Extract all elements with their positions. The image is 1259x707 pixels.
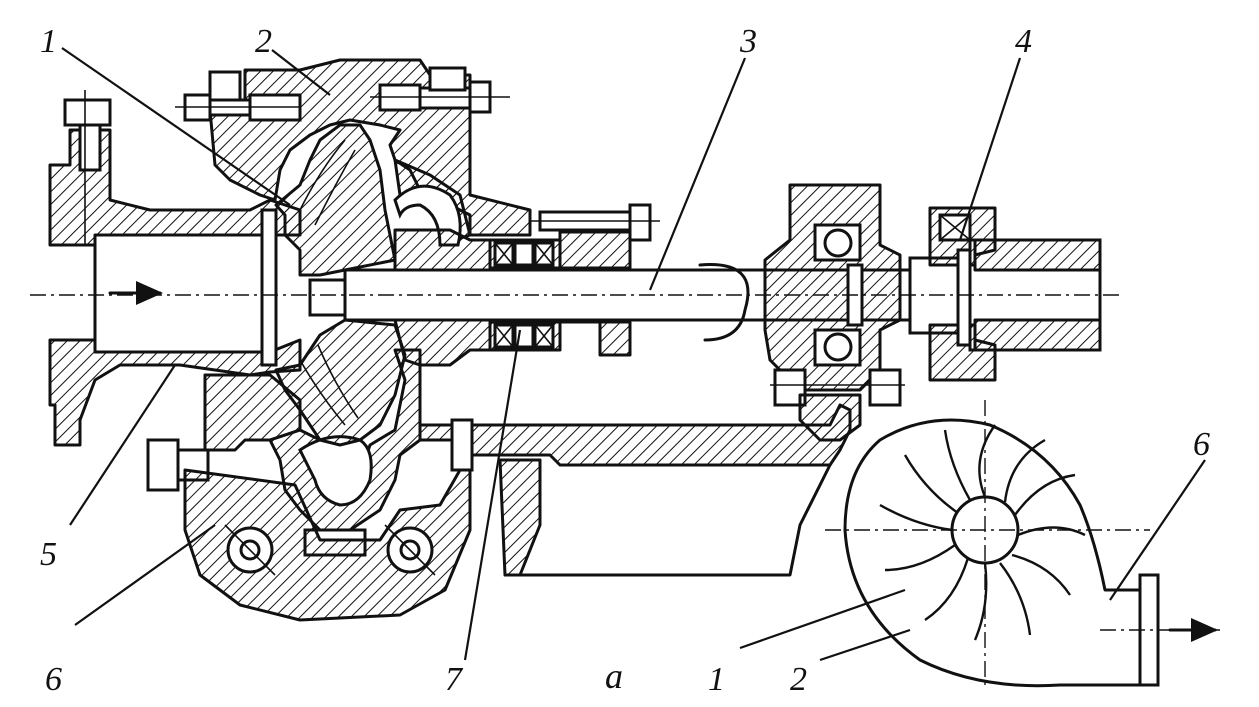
label-part-5: 5 [40,536,57,573]
base-frame [183,403,852,622]
label-part-1-top: 1 [40,23,57,60]
label-part-2-top: 2 [255,23,272,60]
label-view-a: a [605,656,623,696]
label-part-3: 3 [739,23,757,60]
ball-bearing [763,183,905,442]
rotation-arrow [698,263,750,342]
label-part-1-right: 1 [708,661,725,698]
label-part-7: 7 [445,661,464,698]
label-part-6-left: 6 [45,661,62,698]
volute-front-view [825,400,1220,690]
coupling [928,206,1102,382]
suction-pipe [48,90,302,447]
impeller [260,123,407,447]
label-part-2-right: 2 [790,661,807,698]
leader-lines [61,47,1206,662]
label-part-6-right: 6 [1193,426,1210,463]
label-part-4: 4 [1015,23,1032,60]
gland-packing [393,203,660,367]
